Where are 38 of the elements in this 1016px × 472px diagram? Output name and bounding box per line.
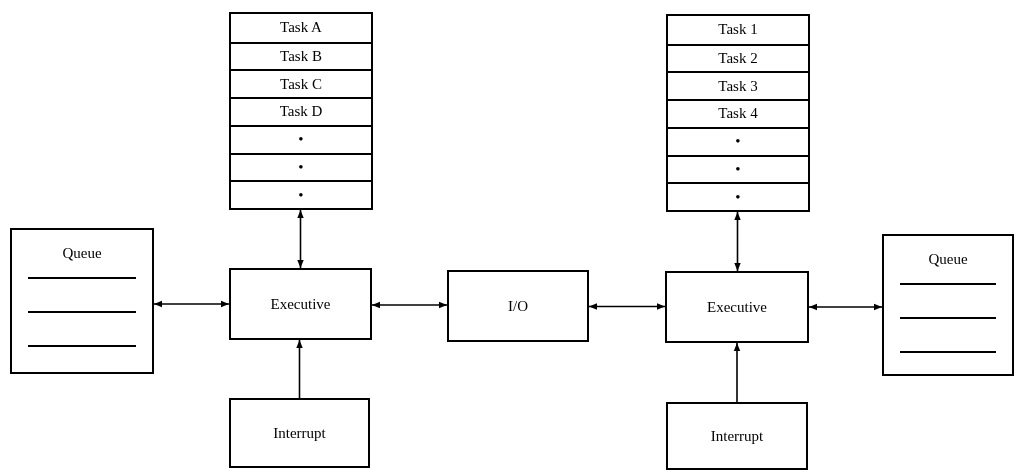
row-text: • <box>298 132 304 148</box>
row-text: Task D <box>279 104 323 120</box>
queue-box <box>882 234 1014 376</box>
process-box <box>447 270 589 342</box>
arrow <box>296 339 303 399</box>
arrow <box>153 300 230 308</box>
arrow <box>734 211 741 272</box>
arrow <box>297 209 304 269</box>
row-text: • <box>735 161 741 177</box>
arrow <box>371 301 448 309</box>
process-box <box>666 402 808 470</box>
process-box <box>229 268 372 340</box>
box-label: Interrupt <box>273 423 326 443</box>
row-text: Task 4 <box>718 106 758 122</box>
row-text: • <box>298 187 304 203</box>
queue-title: Queue <box>928 250 968 269</box>
row-text: Task A <box>280 20 322 36</box>
queue-box <box>10 228 154 374</box>
row-text: Task 3 <box>718 78 758 94</box>
row-text: • <box>735 189 741 205</box>
row-text: • <box>298 159 304 175</box>
box-label: Executive <box>707 297 767 317</box>
row-text: • <box>735 134 741 150</box>
box-label: Interrupt <box>710 426 764 446</box>
arrow <box>808 303 883 311</box>
arrow <box>733 342 741 403</box>
process-box <box>229 398 370 468</box>
box-label: Executive <box>270 294 331 314</box>
row-text: Task C <box>280 76 322 92</box>
row-text: Task 1 <box>718 22 758 38</box>
box-label: I/O <box>508 296 528 316</box>
task-stack <box>666 14 810 212</box>
row-text: Task 2 <box>718 51 758 67</box>
arrow <box>588 303 666 310</box>
queue-title: Queue <box>62 244 102 263</box>
task-stack <box>229 12 373 210</box>
row-text: Task B <box>280 49 322 65</box>
process-box <box>665 271 809 343</box>
